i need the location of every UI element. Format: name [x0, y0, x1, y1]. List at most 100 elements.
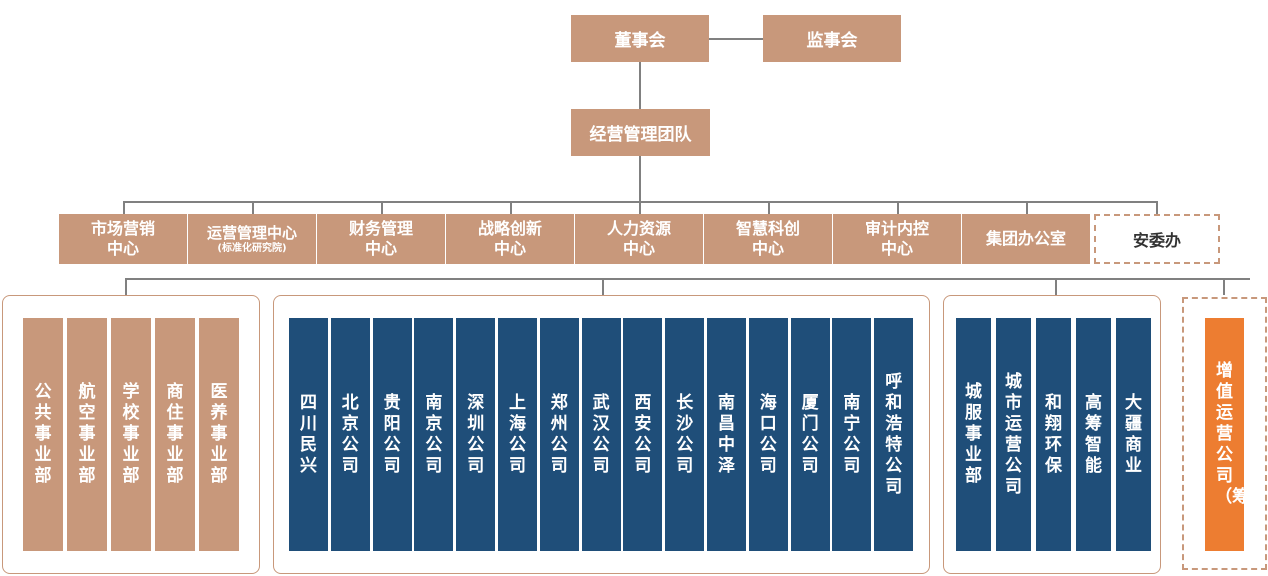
board-of-supervisors-box: 监事会 — [763, 15, 901, 62]
org-unit-column: 公共事业部 — [23, 318, 63, 551]
value-added-group — [1182, 297, 1267, 570]
center-drop-2 — [252, 201, 254, 214]
org-unit-label: 商住事业部 — [166, 382, 184, 486]
safety-office-box: 安委办 — [1094, 214, 1220, 264]
center-label-line2: 中心 — [493, 239, 526, 258]
org-unit-label: 高筹智能 — [1085, 392, 1102, 476]
org-unit-label: 长沙公司 — [676, 392, 694, 476]
center-box-hr: 人力资源 中心 — [575, 214, 703, 264]
center-label-line1: 战略创新 — [477, 219, 542, 238]
org-unit-column: 深圳公司 — [456, 318, 496, 551]
center-label-line1: 市场营销 — [90, 219, 155, 238]
org-unit-label: 航空事业部 — [78, 382, 96, 486]
org-unit-column: 南昌中泽 — [707, 318, 746, 551]
center-drop-8 — [1026, 201, 1028, 214]
center-label-line1: 智慧科创 — [735, 219, 800, 238]
group-drop-4 — [1223, 278, 1225, 295]
org-unit-column: 大疆商业 — [1116, 318, 1151, 551]
org-unit-label: 城服事业部 — [965, 382, 982, 486]
org-unit-column: 四川民兴 — [289, 318, 328, 551]
group-drop-1 — [125, 278, 127, 295]
org-unit-column: 长沙公司 — [665, 318, 705, 551]
center-drop-5 — [639, 201, 641, 214]
org-unit-column: 高筹智能 — [1076, 318, 1111, 551]
center-box-strategy: 战略创新 中心 — [446, 214, 574, 264]
org-unit-column: 呼和浩特公司 — [874, 318, 914, 551]
board-supervisor-connector — [709, 38, 763, 40]
center-box-finance: 财务管理 中心 — [317, 214, 445, 264]
center-label-line1: 财务管理 — [348, 219, 413, 238]
center-box-operations: 运营管理中心 (标准化研究院) — [188, 214, 316, 264]
business-units-group — [2, 295, 260, 574]
center-box-tech: 智慧科创 中心 — [704, 214, 832, 264]
org-unit-column: 南京公司 — [414, 318, 454, 551]
org-unit-label: 和翔环保 — [1045, 392, 1062, 476]
org-unit-column: 学校事业部 — [111, 318, 151, 551]
org-unit-column: 贵阳公司 — [372, 318, 412, 551]
org-unit-column: 西安公司 — [623, 318, 663, 551]
org-unit-label: 海口公司 — [759, 392, 777, 476]
management-team-box: 经营管理团队 — [571, 109, 710, 156]
value-added-company-box: 增值运营公司（筹） — [1205, 318, 1267, 551]
org-unit-column: 北京公司 — [330, 318, 370, 551]
groups-bus-line — [125, 278, 1250, 280]
org-unit-label: 医养事业部 — [210, 382, 228, 486]
org-unit-column: 医养事业部 — [199, 318, 239, 551]
org-unit-label: 深圳公司 — [467, 392, 485, 476]
center-label-line1: 集团办公室 — [985, 229, 1066, 248]
center-drop-6 — [768, 201, 770, 214]
org-unit-label: 呼和浩特公司 — [885, 371, 903, 497]
org-unit-label: 贵阳公司 — [383, 392, 401, 476]
subsidiaries-group — [943, 295, 1161, 574]
board-team-connector — [639, 62, 641, 109]
org-unit-label: 南昌中泽 — [718, 392, 735, 476]
org-unit-column: 武汉公司 — [581, 318, 621, 551]
org-unit-column: 郑州公司 — [539, 318, 579, 551]
center-label-line1: 人力资源 — [606, 219, 671, 238]
center-drop-1 — [123, 201, 125, 214]
center-label-subtitle: (标准化研究院) — [217, 243, 287, 254]
value-added-company-label: 增值运营公司（筹） — [1215, 361, 1267, 507]
center-drop-9 — [1156, 201, 1158, 214]
org-unit-column: 城服事业部 — [956, 318, 991, 551]
org-unit-label: 南宁公司 — [843, 392, 861, 476]
org-unit-label: 上海公司 — [509, 392, 526, 476]
org-unit-label: 公共事业部 — [34, 382, 52, 486]
center-drop-4 — [510, 201, 512, 214]
org-unit-column: 厦门公司 — [790, 318, 830, 551]
center-drop-7 — [897, 201, 899, 214]
center-label-line1: 运营管理中心 — [206, 224, 297, 242]
center-label-line2: 中心 — [364, 239, 397, 258]
center-box-audit: 审计内控 中心 — [833, 214, 961, 264]
org-unit-label: 西安公司 — [634, 392, 652, 476]
center-drop-3 — [381, 201, 383, 214]
org-unit-column: 商住事业部 — [155, 318, 195, 551]
org-unit-label: 学校事业部 — [122, 382, 140, 486]
org-unit-label: 城市运营公司 — [1005, 371, 1022, 497]
org-unit-label: 厦门公司 — [801, 392, 819, 476]
org-unit-label: 四川民兴 — [300, 392, 317, 476]
group-drop-2 — [602, 278, 604, 295]
org-unit-column: 和翔环保 — [1036, 318, 1071, 551]
center-box-marketing: 市场营销 中心 — [59, 214, 187, 264]
center-label-line2: 中心 — [622, 239, 655, 258]
center-label-line2: 中心 — [751, 239, 784, 258]
team-centers-connector — [639, 156, 641, 202]
center-label-line1: 审计内控 — [864, 219, 929, 238]
org-unit-label: 郑州公司 — [550, 392, 568, 476]
center-label-line2: 中心 — [106, 239, 139, 258]
org-unit-column: 南宁公司 — [832, 318, 872, 551]
regional-companies-group — [273, 295, 930, 574]
org-unit-column: 航空事业部 — [67, 318, 107, 551]
org-unit-column: 上海公司 — [498, 318, 537, 551]
group-drop-3 — [1055, 278, 1057, 295]
center-box-office: 集团办公室 — [962, 214, 1090, 264]
board-of-directors-box: 董事会 — [571, 15, 709, 62]
org-unit-label: 北京公司 — [341, 392, 359, 476]
org-unit-column: 海口公司 — [748, 318, 788, 551]
org-unit-label: 大疆商业 — [1125, 392, 1142, 476]
org-unit-label: 南京公司 — [425, 392, 443, 476]
center-label-line2: 中心 — [880, 239, 913, 258]
org-unit-label: 武汉公司 — [592, 392, 610, 476]
org-unit-column: 城市运营公司 — [996, 318, 1031, 551]
